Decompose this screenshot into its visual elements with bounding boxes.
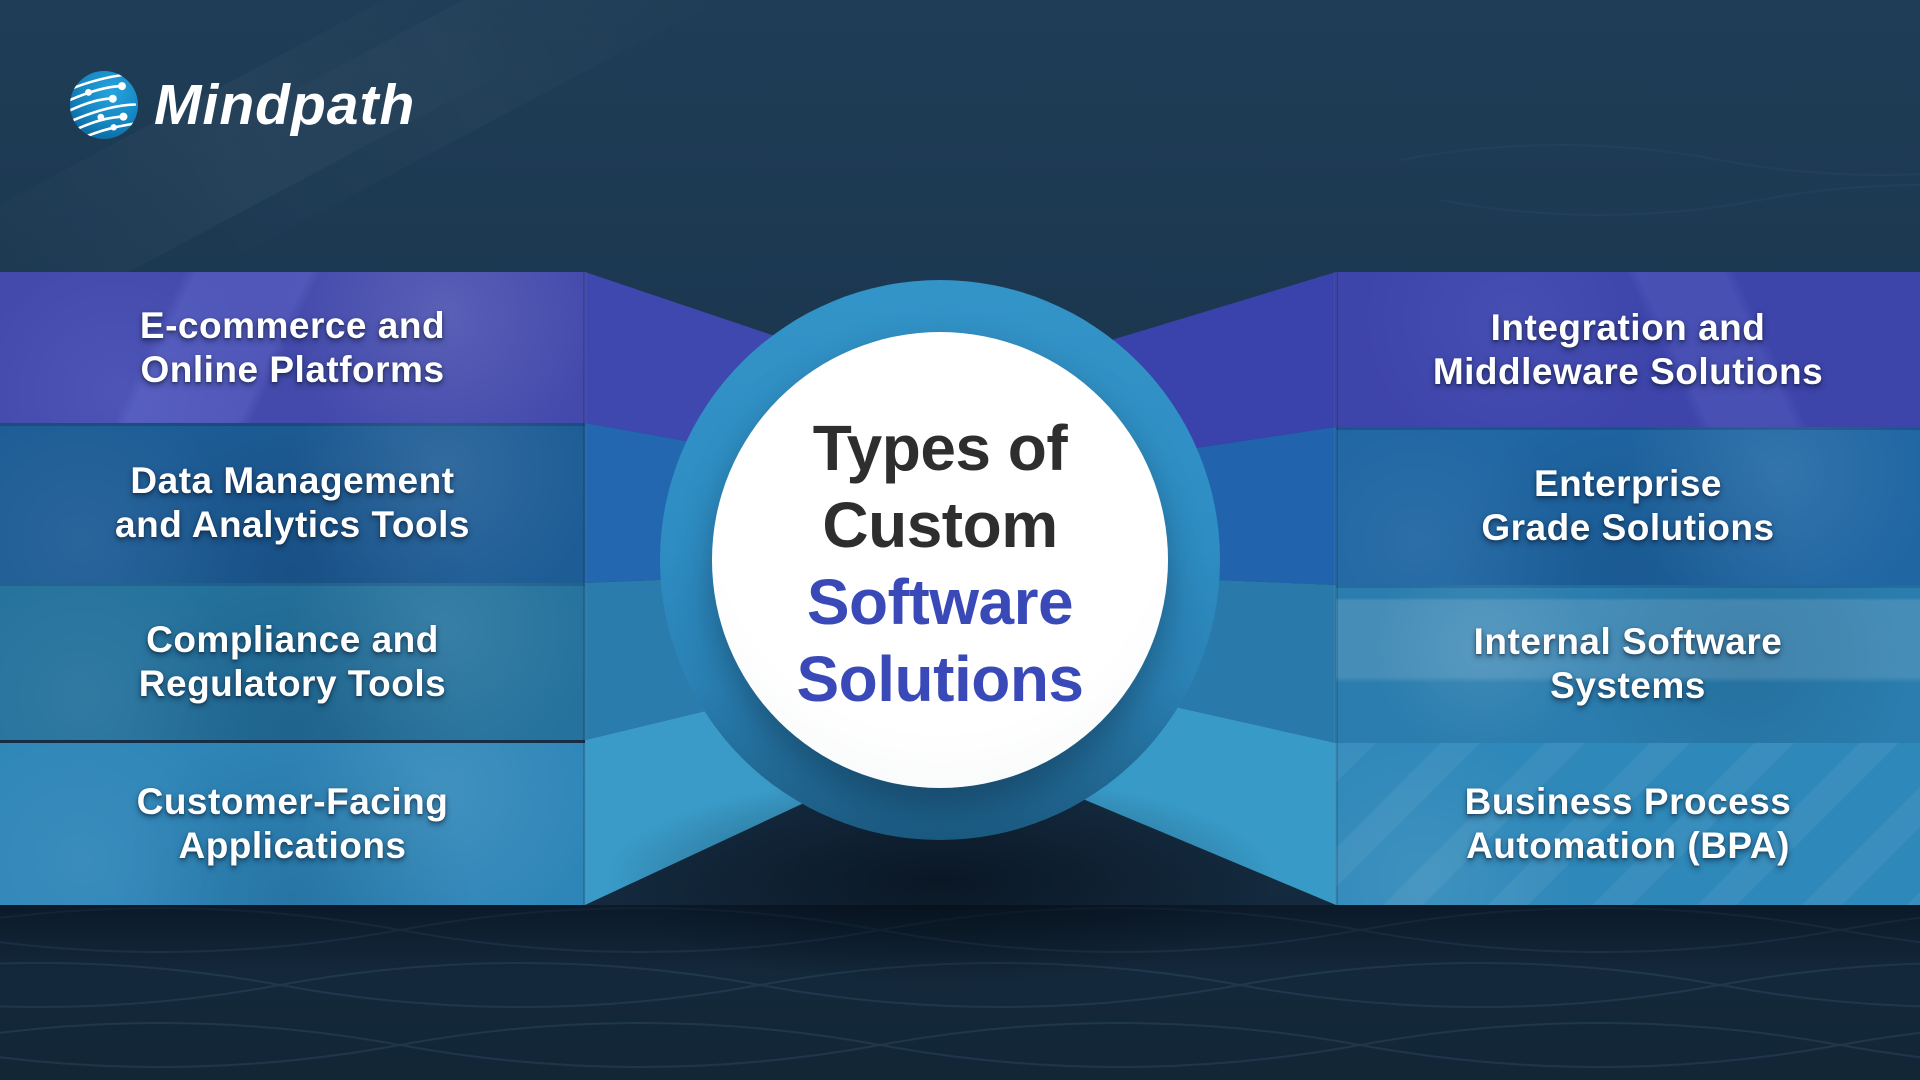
- center-circle: [712, 332, 1168, 788]
- globe-circuit-icon: [68, 71, 140, 141]
- band-label-line: Regulatory Tools: [138, 662, 447, 704]
- band-label-line: Online Platforms: [140, 348, 445, 390]
- title-line: Types of: [812, 412, 1068, 484]
- band-customer-facing-applications: Customer-Facing Applications: [0, 743, 585, 905]
- band-label-line: and Analytics Tools: [115, 504, 470, 545]
- band-internal-software-systems: Internal Software Systems: [1336, 585, 1920, 743]
- title-line: Software: [806, 566, 1074, 638]
- band-label-line: Integration and: [1490, 306, 1766, 348]
- band-label-line: Applications: [178, 825, 407, 866]
- band-label-line: Customer-Facing: [136, 781, 449, 822]
- band-label-line: Business Process: [1464, 781, 1792, 822]
- band-label-line: Data Management: [130, 460, 455, 501]
- brand-wordmark: Mindpath: [154, 73, 416, 137]
- band-label-line: E-commerce and: [139, 304, 446, 346]
- band-label-line: Middleware Solutions: [1432, 350, 1824, 392]
- band-data-management-analytics: Data Management and Analytics Tools: [0, 423, 585, 583]
- band-label-line: Systems: [1550, 665, 1706, 706]
- band-label-line: Compliance and: [146, 618, 439, 660]
- band-label-line: Internal Software: [1473, 621, 1783, 662]
- band-integration-middleware: Integration and Middleware Solutions: [1336, 272, 1920, 427]
- band-enterprise-grade: Enterprise Grade Solutions: [1336, 427, 1920, 585]
- title-line: Solutions: [796, 643, 1084, 715]
- band-ecommerce-online-platforms: E-commerce and Online Platforms: [0, 272, 585, 423]
- band-business-process-automation: Business Process Automation (BPA): [1336, 743, 1920, 905]
- title-line: Custom: [822, 489, 1058, 561]
- band-label-line: Automation (BPA): [1466, 825, 1790, 866]
- brand-logo: Mindpath: [68, 62, 415, 148]
- fold-crease-left: [583, 272, 587, 905]
- fold-crease-right: [1334, 272, 1338, 905]
- band-compliance-regulatory: Compliance and Regulatory Tools: [0, 583, 585, 740]
- band-label-line: Enterprise: [1533, 463, 1722, 504]
- band-label-line: Grade Solutions: [1481, 507, 1775, 548]
- center-title: Types of Custom Software Solutions: [712, 410, 1168, 718]
